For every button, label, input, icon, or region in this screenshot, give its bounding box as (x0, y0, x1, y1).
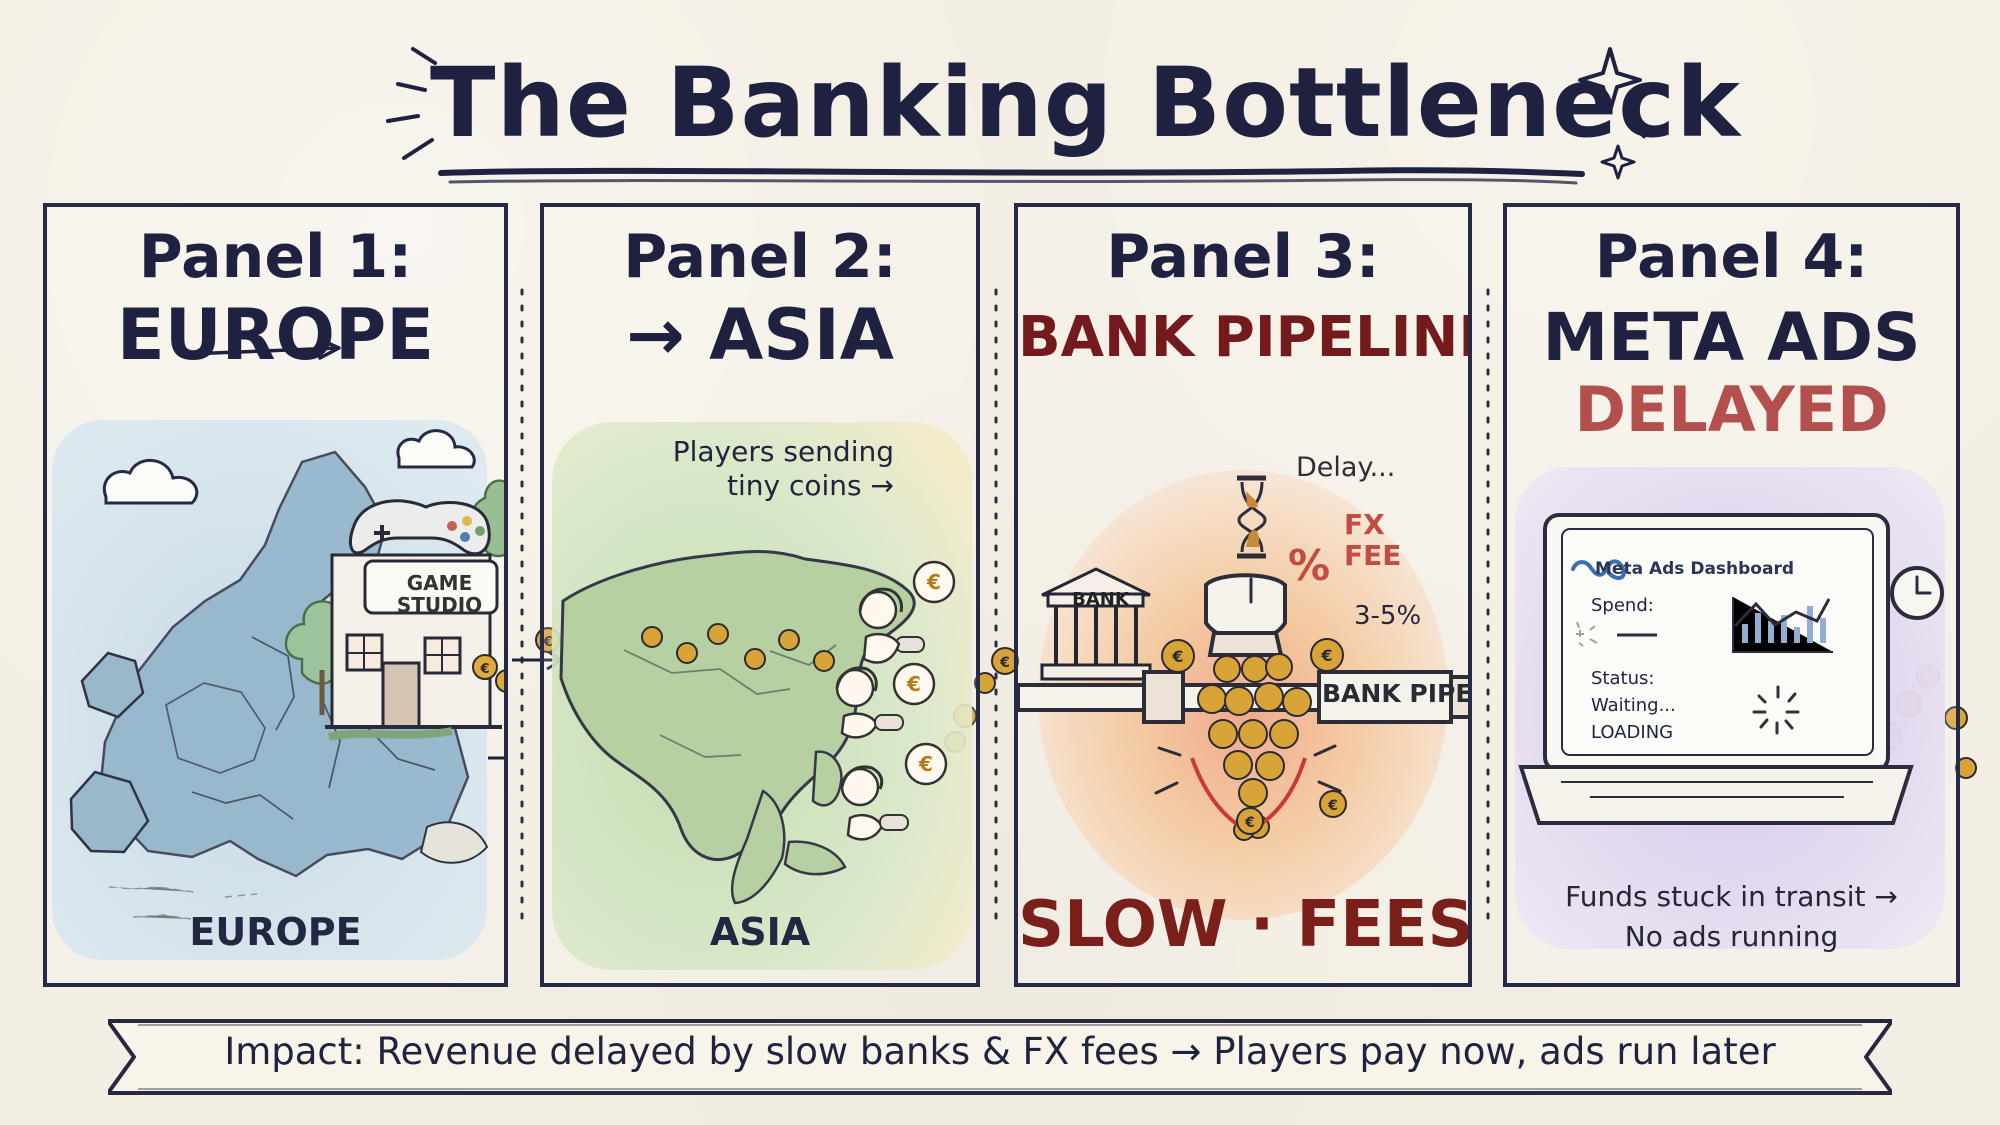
fx-fee-percent-symbol: % (1288, 541, 1331, 590)
svg-text:€: € (926, 570, 941, 594)
funds-transit-note: Funds stuck in transit → No ads running (1565, 880, 1898, 953)
bank-pipeline-illustration: € € € € (1018, 470, 1468, 920)
panel-3-subtitle: BANK PIPELINE (1018, 305, 1472, 370)
euro-coin-icon (641, 623, 835, 672)
panel-4-subtitle: META ADS (1542, 299, 1921, 376)
game-studio-building (325, 553, 502, 741)
impact-ribbon (108, 1019, 1892, 1095)
game-studio-label: GAME STUDIO (396, 571, 483, 617)
loading-spinner-icon (1752, 685, 1800, 735)
svg-text:€: € (1171, 647, 1183, 666)
asia-illustration: € € € (552, 422, 972, 970)
meta-logo-icon (1571, 559, 1626, 580)
dashboard-spend-label: Spend: (1591, 595, 1654, 616)
svg-text:€: € (918, 752, 933, 776)
clock-icon (1890, 566, 1944, 620)
bank-label: BANK (1072, 589, 1129, 610)
dashboard-status-label: Status: (1591, 668, 1655, 689)
page-title: The Banking Bottleneck (430, 47, 1742, 159)
svg-text:€: € (1327, 798, 1338, 814)
svg-text:€: € (906, 672, 921, 696)
dashboard-status-value: Waiting... (1591, 695, 1676, 716)
player-avatar-middle: € (835, 662, 936, 739)
title-area: The Banking Bottleneck (0, 18, 2000, 185)
europe-region-caption: EUROPE (189, 910, 362, 954)
player-avatar-bottom: € (840, 742, 948, 841)
panel-4-heading: Panel 4: (1594, 222, 1869, 292)
cloud-icon (102, 429, 476, 505)
asia-region-caption: ASIA (709, 910, 811, 954)
svg-text:€: € (479, 662, 489, 677)
impact-banner: Impact: Revenue delayed by slow banks & … (108, 1017, 1892, 1097)
panel-1-heading: Panel 1: (138, 222, 413, 292)
sparkle-icon (1578, 47, 1646, 180)
panel-2-subtitle: → ASIA (626, 294, 894, 376)
panel-bank-pipeline: € € € € P (1014, 203, 1472, 987)
player-avatar-top: € (858, 560, 956, 664)
euro-coin-pile: € € (1161, 638, 1344, 841)
impact-summary: Impact: Revenue delayed by slow banks & … (224, 1030, 1776, 1073)
meta-ads-illustration (1515, 467, 1945, 949)
hourglass-icon (1237, 475, 1267, 559)
players-sending-coins-note: Players sending tiny coins → (672, 435, 894, 502)
bank-pipe-label: BANK PIPE (1322, 679, 1472, 708)
europe-illustration: € (52, 337, 504, 960)
panel-europe: € Panel 1: EUROPE GAME STUDIO EUROPE (43, 203, 508, 987)
title-decoration (386, 47, 1646, 185)
slow-fees-caption: SLOW · FEES (1018, 888, 1472, 962)
panel-3-heading: Panel 3: (1106, 222, 1380, 292)
panel-4-delayed-label: DELAYED (1574, 373, 1889, 446)
svg-text:€: € (1244, 815, 1255, 831)
euro-coin-icon: € € (1236, 790, 1347, 835)
fx-fee-range: 3-5% (1354, 601, 1422, 631)
bank-icon (1040, 567, 1152, 681)
panel-meta-ads-delayed: Panel 4: META ADS DELAYED Meta Ads Dashb… (1503, 203, 1960, 987)
game-controller-icon (348, 499, 491, 556)
dashboard-loading-label: LOADING (1591, 722, 1674, 743)
panel-asia: € € € Panel 2: → ASIA Players sending ti… (540, 203, 980, 987)
fx-fee-label: FX FEE (1344, 508, 1402, 572)
delay-label: Delay... (1296, 452, 1396, 483)
panel-1-subtitle: EUROPE (116, 294, 435, 376)
dashboard-title: Meta Ads Dashboard (1595, 559, 1795, 579)
player-avatars: € € € (835, 560, 956, 841)
euro-coin-icon: € (472, 654, 504, 693)
laptop-icon (1518, 513, 1914, 825)
panel-2-heading: Panel 2: (623, 222, 897, 292)
svg-text:€: € (1320, 646, 1332, 665)
